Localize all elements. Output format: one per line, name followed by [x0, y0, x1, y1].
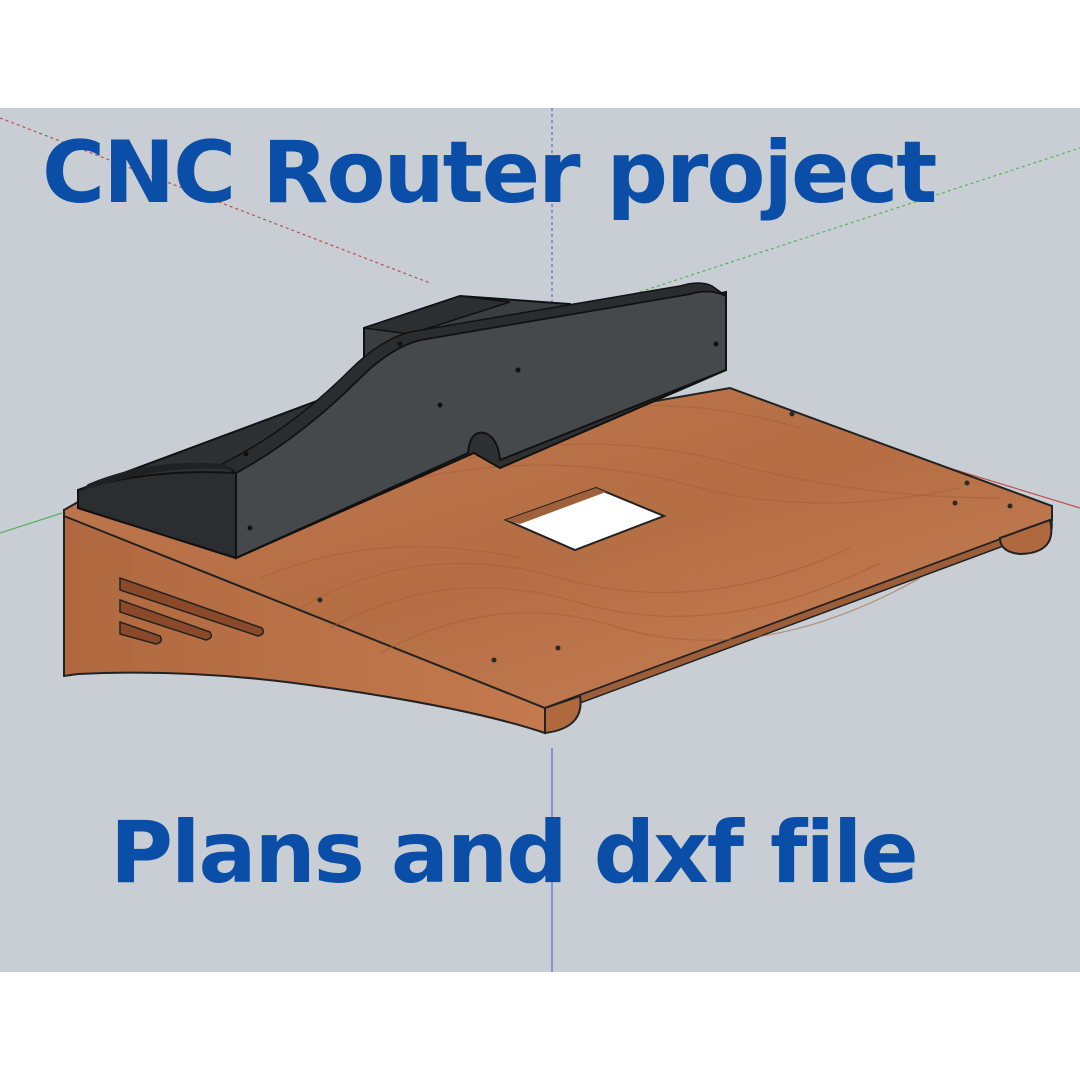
wood-grain [259, 404, 1001, 654]
right-leg [998, 518, 1053, 556]
vent-slot-2 [119, 598, 213, 641]
router-table-model [0, 108, 1080, 972]
router-opening-wall [506, 488, 606, 524]
screw-holes [317, 411, 1013, 663]
fence-left-tray-top [80, 462, 236, 492]
left-support [63, 508, 546, 735]
vent-slot-1 [119, 576, 265, 637]
fence-top-rail [220, 282, 727, 474]
fence-bolt-holes [243, 341, 719, 531]
red-axis [0, 117, 431, 284]
fence [77, 282, 727, 560]
green-axis [0, 512, 63, 534]
vent-slot-3 [119, 620, 163, 645]
front-leg [544, 694, 582, 735]
headline-top: CNC Router project [42, 123, 937, 223]
headline-bottom: Plans and dxf file [110, 803, 919, 903]
cad-viewport: CNC Router project Plans and dxf file [0, 108, 1080, 972]
router-opening [503, 486, 667, 552]
fence-back-block-top [363, 295, 511, 335]
green-axis-dashed [559, 147, 1080, 319]
